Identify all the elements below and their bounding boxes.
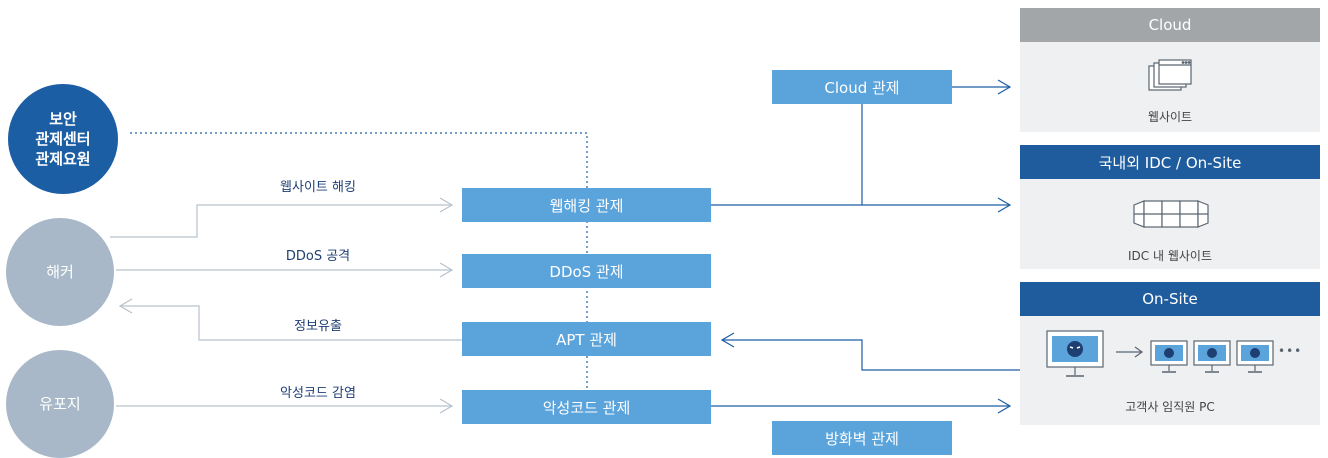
firewall-monitoring-box: 방화벽 관제	[772, 421, 952, 455]
malware-monitoring-box: 악성코드 관제	[462, 390, 711, 424]
onsite-apt-arrow	[720, 332, 735, 348]
web-monitoring-label: 웹해킹 관제	[549, 196, 624, 215]
distributor-circle: 유포지	[6, 350, 114, 458]
ddos-arrow	[439, 262, 454, 278]
soc-circle: 보안 관제센터 관제요원	[8, 84, 118, 194]
web-hacking-arrow	[439, 197, 454, 213]
onsite-apt-line	[722, 339, 1020, 371]
cloud-monitoring-box: Cloud 관제	[772, 70, 952, 104]
onsite-panel-caption: 고객사 임직원 PC	[1125, 400, 1215, 414]
idc-panel-title: 국내외 IDC / On-Site	[1020, 145, 1320, 179]
malware-out-arrow	[997, 398, 1012, 414]
onsite-panel: On-Site ••• 고객사 임직원 PC	[1020, 282, 1320, 425]
cloud-monitoring-label: Cloud 관제	[824, 78, 900, 97]
web-monitoring-box: 웹해킹 관제	[462, 188, 711, 222]
cloud-panel: Cloud 웹사이트	[1020, 8, 1320, 132]
soc-label-1: 보안	[49, 110, 77, 128]
cloud-out-arrow	[997, 79, 1012, 95]
soc-dotted-line	[130, 132, 588, 415]
firewall-monitoring-label: 방화벽 관제	[825, 429, 899, 448]
distributor-label: 유포지	[39, 395, 81, 413]
web-hacking-label: 웹사이트 해킹	[280, 180, 356, 195]
monitor-icon	[1236, 340, 1274, 373]
monitor-icon	[1150, 340, 1188, 373]
malware-monitoring-label: 악성코드 관제	[542, 398, 631, 417]
server-rack-icon	[1133, 200, 1209, 228]
cloud-panel-title: Cloud	[1020, 8, 1320, 42]
ddos-attack-label: DDoS 공격	[285, 249, 351, 264]
more-icon: •••	[1278, 344, 1303, 358]
web-out-arrow	[997, 197, 1012, 213]
apt-monitoring-label: APT 관제	[556, 330, 617, 349]
hacker-circle: 해커	[6, 218, 114, 326]
cloud-panel-caption: 웹사이트	[1147, 110, 1193, 124]
browser-windows-icon	[1148, 59, 1192, 91]
monitor-icon	[1193, 340, 1231, 373]
onsite-panel-title: On-Site	[1020, 282, 1320, 316]
monitor-icon	[1046, 330, 1104, 377]
leak-arrow	[118, 298, 133, 314]
leak-line	[120, 305, 462, 341]
hacker-label: 해커	[46, 263, 74, 281]
ddos-monitoring-label: DDoS 관제	[549, 262, 624, 281]
web-hacking-line	[110, 204, 452, 238]
idc-panel-caption: IDC 내 웹사이트	[1128, 249, 1212, 263]
malware-infection-label: 악성코드 감염	[280, 386, 356, 401]
soc-label-2: 관제센터	[35, 130, 91, 148]
ddos-monitoring-box: DDoS 관제	[462, 254, 711, 288]
apt-monitoring-box: APT 관제	[462, 322, 711, 356]
soc-label-3: 관제요원	[35, 150, 91, 168]
arrow-right-icon	[1116, 346, 1144, 358]
idc-panel: 국내외 IDC / On-Site IDC 내 웹사이트	[1020, 145, 1320, 269]
malware-arrow	[439, 398, 454, 414]
leak-label: 정보유출	[294, 319, 342, 334]
